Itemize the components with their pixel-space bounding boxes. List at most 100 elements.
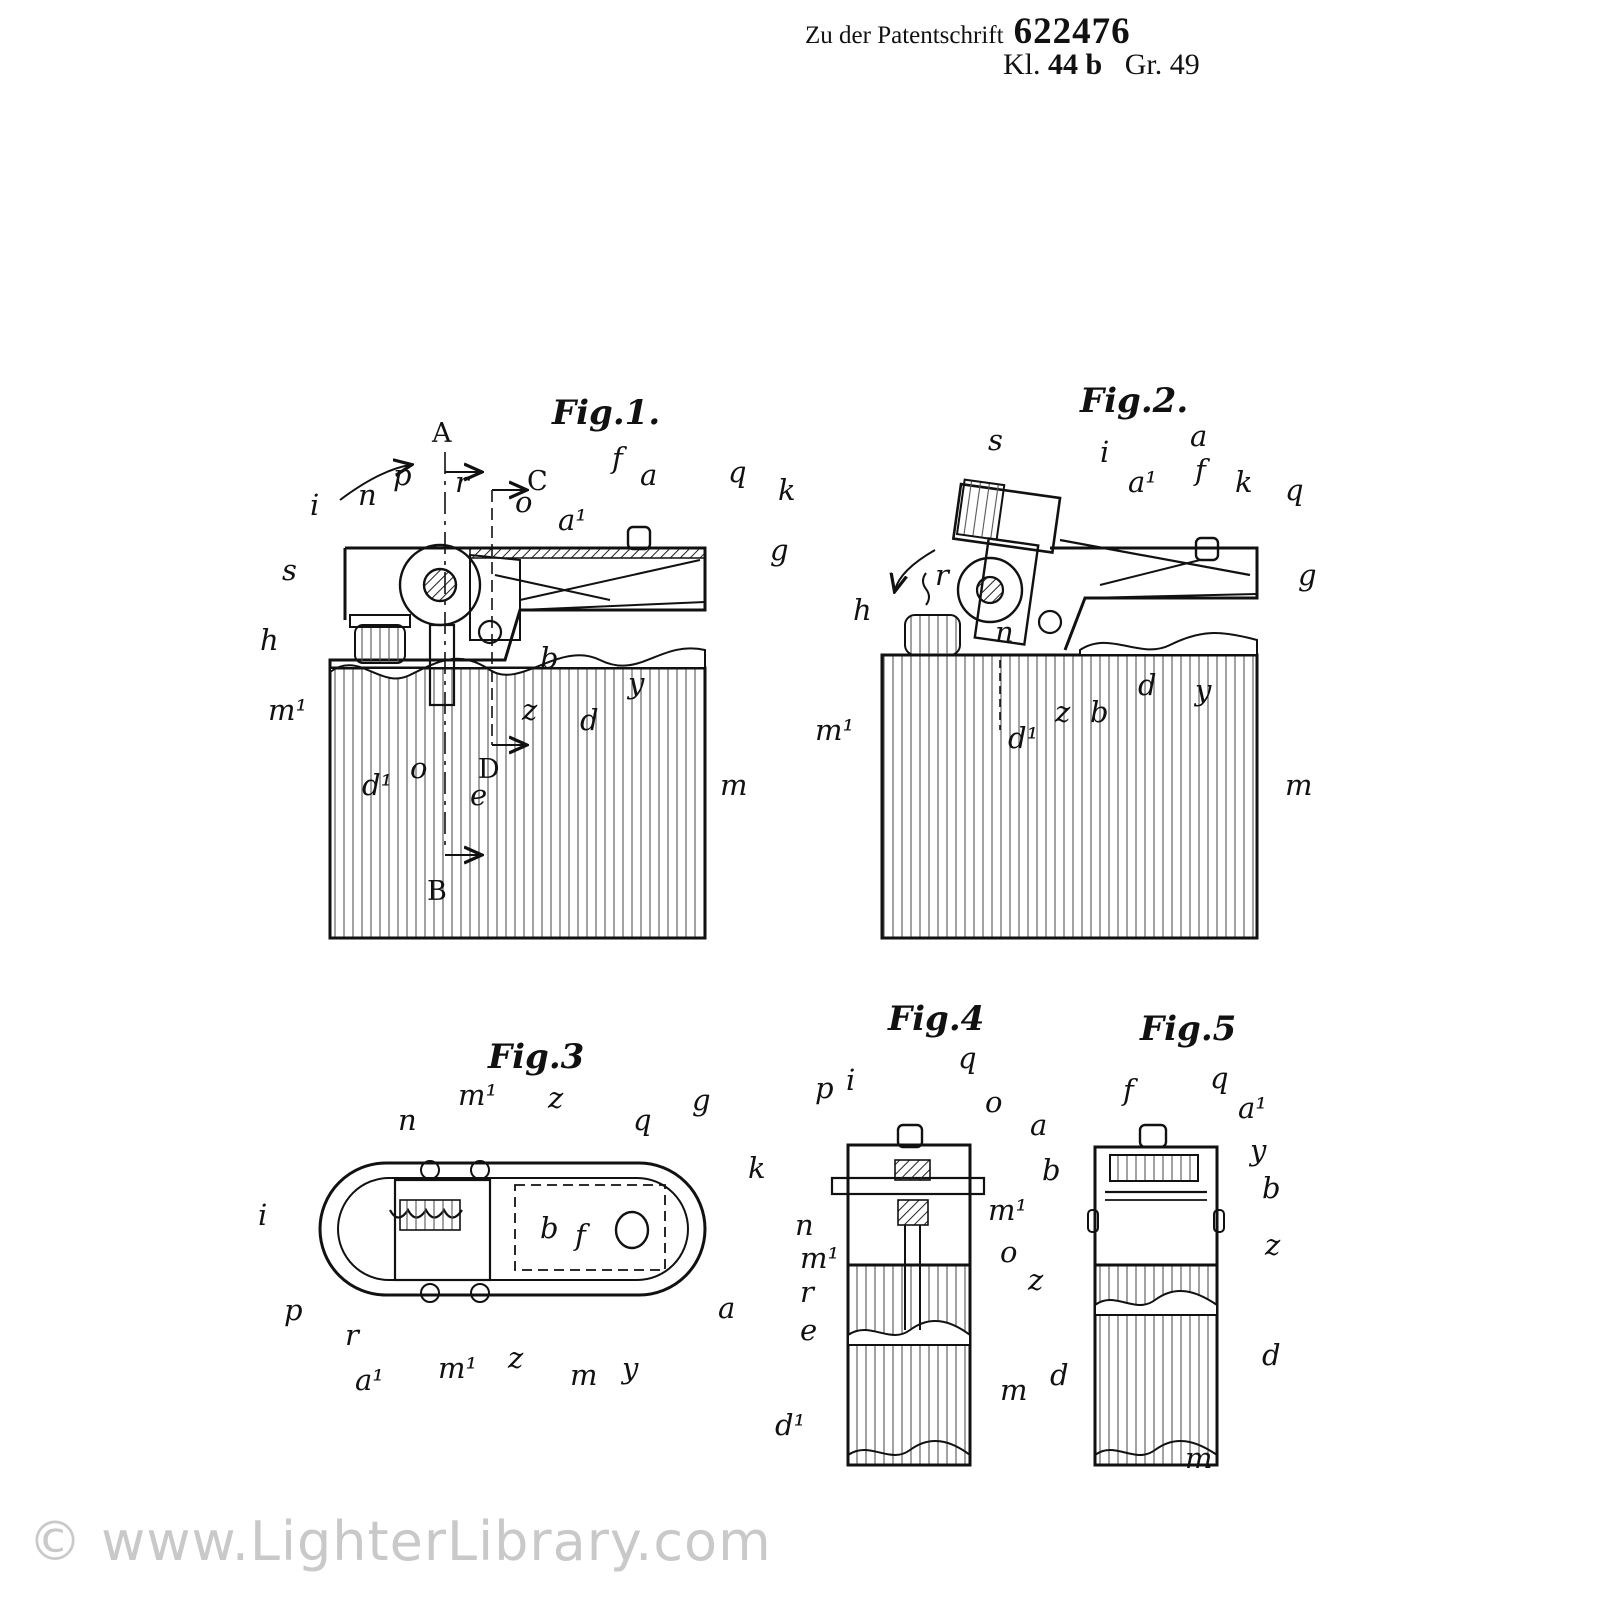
fig3-label-n: n: [398, 1103, 417, 1137]
fig1-label-m: m: [720, 768, 748, 802]
fig1-label-b: b: [540, 641, 559, 675]
class-value: 44 b: [1048, 48, 1103, 81]
fig3-outer-shell: [318, 1161, 707, 1297]
group-value: 49: [1169, 48, 1200, 81]
fig2-label-m1: m¹: [815, 713, 854, 747]
fig4-label-i: i: [846, 1063, 855, 1097]
fig2-wick-holder: [904, 614, 961, 656]
fig1-wheel-axle: [422, 567, 458, 603]
fig4-label-o2: o: [1000, 1235, 1017, 1269]
fig5-label-z: z: [1027, 1263, 1044, 1297]
fig5-label-a: a: [1030, 1108, 1047, 1142]
fig1-label-z: z: [521, 693, 538, 727]
fig3-label-r: r: [345, 1318, 361, 1352]
fig1-label-o2: o: [410, 751, 427, 785]
fig2-title: Fig.2.: [1079, 381, 1188, 421]
fig5-label-b2: b: [1262, 1171, 1281, 1205]
fig1-label-d1: d¹: [362, 768, 392, 802]
fig5-title: Fig.5: [1139, 1009, 1236, 1049]
fig3-flint-wheel: [399, 1199, 461, 1231]
fig1-label-e: e: [470, 778, 487, 812]
fig2-label-h: h: [853, 593, 872, 627]
class-label: Kl.: [1003, 48, 1041, 81]
fig3-label-f: f: [573, 1218, 591, 1252]
fig1-label-n: n: [358, 478, 377, 512]
fig1-label-f: f: [610, 441, 628, 475]
fig4-label-m1: m¹: [800, 1241, 839, 1275]
fig1-title: Fig.1.: [551, 393, 660, 433]
patent-header-line2: Kl. 44 b Gr. 49: [1003, 48, 1200, 82]
fig4-label-e: e: [800, 1313, 817, 1347]
fig2-lever-f: [1059, 538, 1251, 577]
fig5-label-z2: z: [1264, 1228, 1281, 1262]
fig2-label-z: z: [1054, 695, 1071, 729]
fig4-label-o: o: [985, 1085, 1002, 1119]
fig3-label-y: y: [620, 1351, 639, 1385]
fig4-label-m: m: [1000, 1373, 1028, 1407]
fig4-title: Fig.4: [887, 999, 984, 1039]
fig1-label-i: i: [310, 488, 319, 522]
fig3-label-g: g: [692, 1083, 711, 1117]
fig5-label-a1: a¹: [1238, 1091, 1267, 1125]
fig2-fuel-body: [880, 653, 1259, 940]
fig3-inner-shell: [337, 1177, 689, 1281]
fig1-label-r: r: [455, 465, 471, 499]
fig2-label-s: s: [988, 423, 1003, 457]
fig5-label-b: b: [1042, 1153, 1061, 1187]
fig2-button-q: [1194, 536, 1220, 562]
patent-prefix: Zu der Patentschrift: [805, 22, 1004, 49]
fig4-button-q: [896, 1123, 924, 1149]
fig5-label-q: q: [1210, 1061, 1229, 1095]
fig4-label-d1: d¹: [775, 1408, 805, 1442]
fig3-label-a: a: [718, 1291, 735, 1325]
fig2-flint-wheel: [956, 556, 1024, 624]
fig1-top-plate: [469, 547, 706, 559]
fig3-label-m1b: m¹: [438, 1351, 477, 1385]
fig2-label-d1: d¹: [1008, 721, 1038, 755]
fig1-label-s: s: [282, 553, 297, 587]
figure-5: Fig.5 f q a¹ a y b b z z d d: [1027, 1009, 1281, 1475]
fig3-dashed-outline: [514, 1184, 666, 1271]
fig1-section-A: A: [431, 418, 452, 449]
fig2-label-i: i: [1100, 435, 1109, 469]
fig1-label-q: q: [728, 455, 747, 489]
group-label: Gr.: [1124, 48, 1163, 81]
fig5-label-d2: d: [1262, 1338, 1281, 1372]
fig1-flint-tube: [428, 623, 456, 707]
fig4-fuel-section: [846, 1263, 972, 1467]
fig3-button-q: [614, 1210, 650, 1250]
fig1-label-h: h: [260, 623, 279, 657]
fig1-label-m1: m¹: [268, 693, 307, 727]
fig3-label-z2: z: [507, 1341, 524, 1375]
fig2-label-r: r: [935, 558, 951, 592]
fig3-label-k: k: [748, 1151, 766, 1185]
fig2-label-b: b: [1090, 695, 1109, 729]
fig3-label-q: q: [633, 1103, 652, 1137]
fig3-label-i: i: [258, 1198, 267, 1232]
fig1-fuel-body: [328, 666, 707, 940]
fig1-label-g: g: [770, 533, 789, 567]
fig5-label-f: f: [1121, 1073, 1139, 1107]
fig1-label-o: o: [515, 485, 532, 519]
fig4-label-p: p: [815, 1071, 834, 1105]
fig1-label-p: p: [393, 458, 412, 492]
fig4-label-n: n: [795, 1208, 814, 1242]
fig2-label-k: k: [1235, 465, 1253, 499]
fig2-label-n: n: [995, 615, 1014, 649]
figure-1: Fig.1.: [260, 393, 796, 940]
fig1-section-D: D: [478, 754, 500, 785]
fig2-label-g: g: [1298, 558, 1317, 592]
fig2-label-a1: a¹: [1128, 465, 1157, 499]
figure-3: Fig.3 n m¹ z q g k i b f p: [258, 1037, 766, 1397]
fig2-label-f: f: [1193, 453, 1211, 487]
figure-4: Fig.4 p i q o n m¹ m¹ r e o d¹: [775, 999, 1028, 1467]
fig1-label-k: k: [778, 473, 796, 507]
watermark-text: © www.LighterLibrary.com: [28, 1510, 772, 1573]
fig1-section-C: C: [527, 466, 548, 497]
fig4-label-r: r: [800, 1275, 816, 1309]
fig3-label-p: p: [284, 1293, 303, 1327]
fig2-label-q: q: [1285, 473, 1304, 507]
